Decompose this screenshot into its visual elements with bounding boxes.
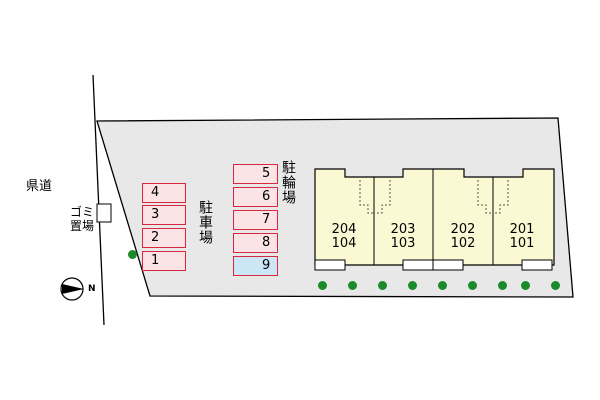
unit-number-lower: 102 [450, 236, 476, 251]
parking-slot: 1 [142, 251, 186, 271]
tree-icon [318, 281, 327, 290]
parking-slot-highlighted: 9 [233, 256, 278, 276]
parking-slot: 3 [142, 205, 186, 225]
stairs [359, 180, 509, 214]
parking-slot: 4 [142, 183, 186, 203]
tree-icon [128, 250, 137, 259]
bike-parking-label: 駐輪場 [280, 160, 296, 205]
north-arrow-icon [60, 277, 84, 301]
parking-slot: 2 [142, 228, 186, 248]
unit-number-lower: 104 [331, 236, 357, 251]
tree-icon [468, 281, 477, 290]
unit-number-lower: 101 [509, 236, 535, 251]
unit-number-upper: 202 [450, 222, 476, 237]
garbage-label-line1: ゴミ [70, 205, 95, 219]
parking-slot: 5 [233, 164, 278, 184]
unit-number-upper: 201 [509, 222, 535, 237]
parking-slot: 8 [233, 233, 278, 253]
tree-icon [498, 281, 507, 290]
unit-number-upper: 203 [390, 222, 416, 237]
porches [314, 259, 553, 271]
tree-icon [438, 281, 447, 290]
road-label: 県道 [26, 179, 53, 194]
garbage-box [96, 203, 112, 223]
tree-icon [551, 281, 560, 290]
tree-icon [408, 281, 417, 290]
tree-icon [378, 281, 387, 290]
unit-number-upper: 204 [331, 222, 357, 237]
north-label: N [88, 284, 96, 294]
parking-label: 駐車場 [197, 200, 213, 245]
parking-slot: 6 [233, 187, 278, 207]
unit-number-lower: 103 [390, 236, 416, 251]
garbage-label-line2: 置場 [70, 219, 95, 233]
tree-icon [521, 281, 530, 290]
tree-icon [348, 281, 357, 290]
road-line [92, 74, 105, 326]
parking-slot: 7 [233, 210, 278, 230]
building-outline [314, 168, 555, 266]
